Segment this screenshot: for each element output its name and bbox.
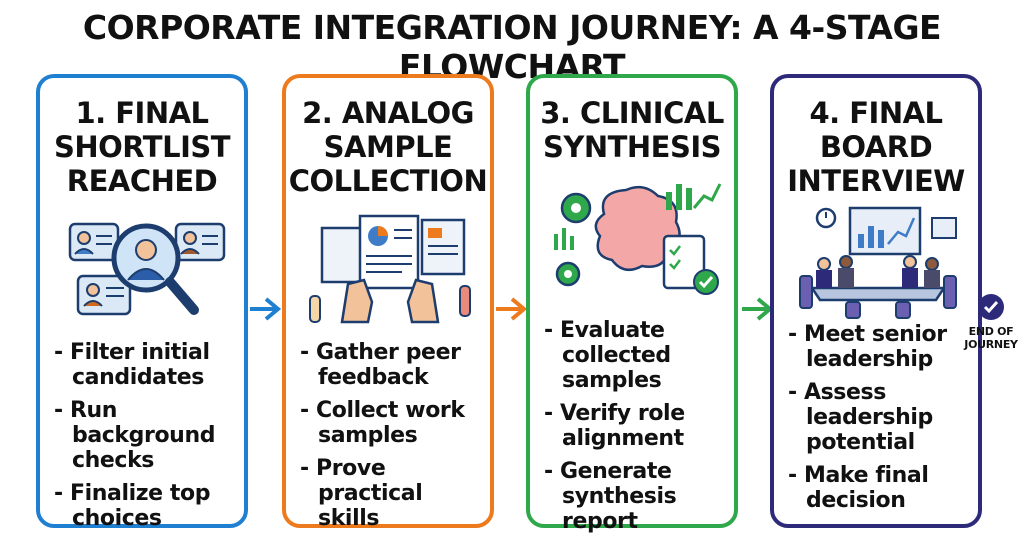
magnifier-candidates-icon (68, 222, 226, 316)
arrow-right-icon (496, 297, 528, 321)
bullet-item: - Run background checks (54, 398, 216, 473)
stage-card-1: 1. FINAL SHORTLIST REACHED - Filter init… (36, 74, 248, 531)
bullet-item: - Gather peer feedback (300, 340, 461, 390)
bullet-item: - Verify role alignment (544, 401, 685, 451)
end-badge-line2: JOURNEY (964, 338, 1018, 351)
brain-gears-charts-icon (554, 183, 722, 295)
bullet-item: - Finalize top choices (54, 481, 211, 531)
stage-card-3: 3. CLINICAL SYNTHESIS - Evaluate collect… (526, 74, 738, 534)
stage-heading: 4. FINAL BOARD INTERVIEW (787, 96, 965, 198)
end-badge-line1: END OF (968, 325, 1014, 338)
stage-card-4: 4. FINAL BOARD INTERVIEW - Meet senior l… (770, 74, 982, 528)
bullet-list: - Gather peer feedback - Collect work sa… (300, 340, 484, 539)
bullet-item: - Meet senior leadership (788, 322, 947, 372)
stage-heading: 3. CLINICAL SYNTHESIS (540, 96, 724, 164)
bullet-item: - Assess leadership potential (788, 380, 933, 455)
stage-heading: 2. ANALOG SAMPLE COLLECTION (288, 96, 488, 198)
bullet-item: - Generate synthesis report (544, 459, 677, 534)
stage-card-2: 2. ANALOG SAMPLE COLLECTION - Gather pee… (282, 74, 494, 531)
bullet-item: - Collect work samples (300, 398, 465, 448)
bullet-list: - Meet senior leadership - Assess leader… (788, 322, 972, 521)
arrow-right-icon (742, 297, 774, 321)
documents-hands-icon (309, 214, 471, 324)
bullet-item: - Filter initial candidates (54, 340, 210, 390)
bullet-list: - Filter initial candidates - Run backgr… (54, 340, 238, 539)
arrow-right-icon (250, 297, 282, 321)
bullet-item: - Evaluate collected samples (544, 318, 671, 393)
page-title: CORPORATE INTEGRATION JOURNEY: A 4-STAGE… (82, 8, 942, 86)
check-circle-icon (978, 294, 1004, 320)
stage-heading: 1. FINAL SHORTLIST REACHED (53, 96, 231, 198)
bullet-list: - Evaluate collected samples - Verify ro… (544, 318, 728, 542)
end-of-journey-badge: END OF JOURNEY (960, 293, 1022, 351)
bullet-item: - Prove practical skills (300, 456, 423, 531)
bullet-item: - Make final decision (788, 463, 929, 513)
boardroom-meeting-icon (799, 206, 957, 319)
